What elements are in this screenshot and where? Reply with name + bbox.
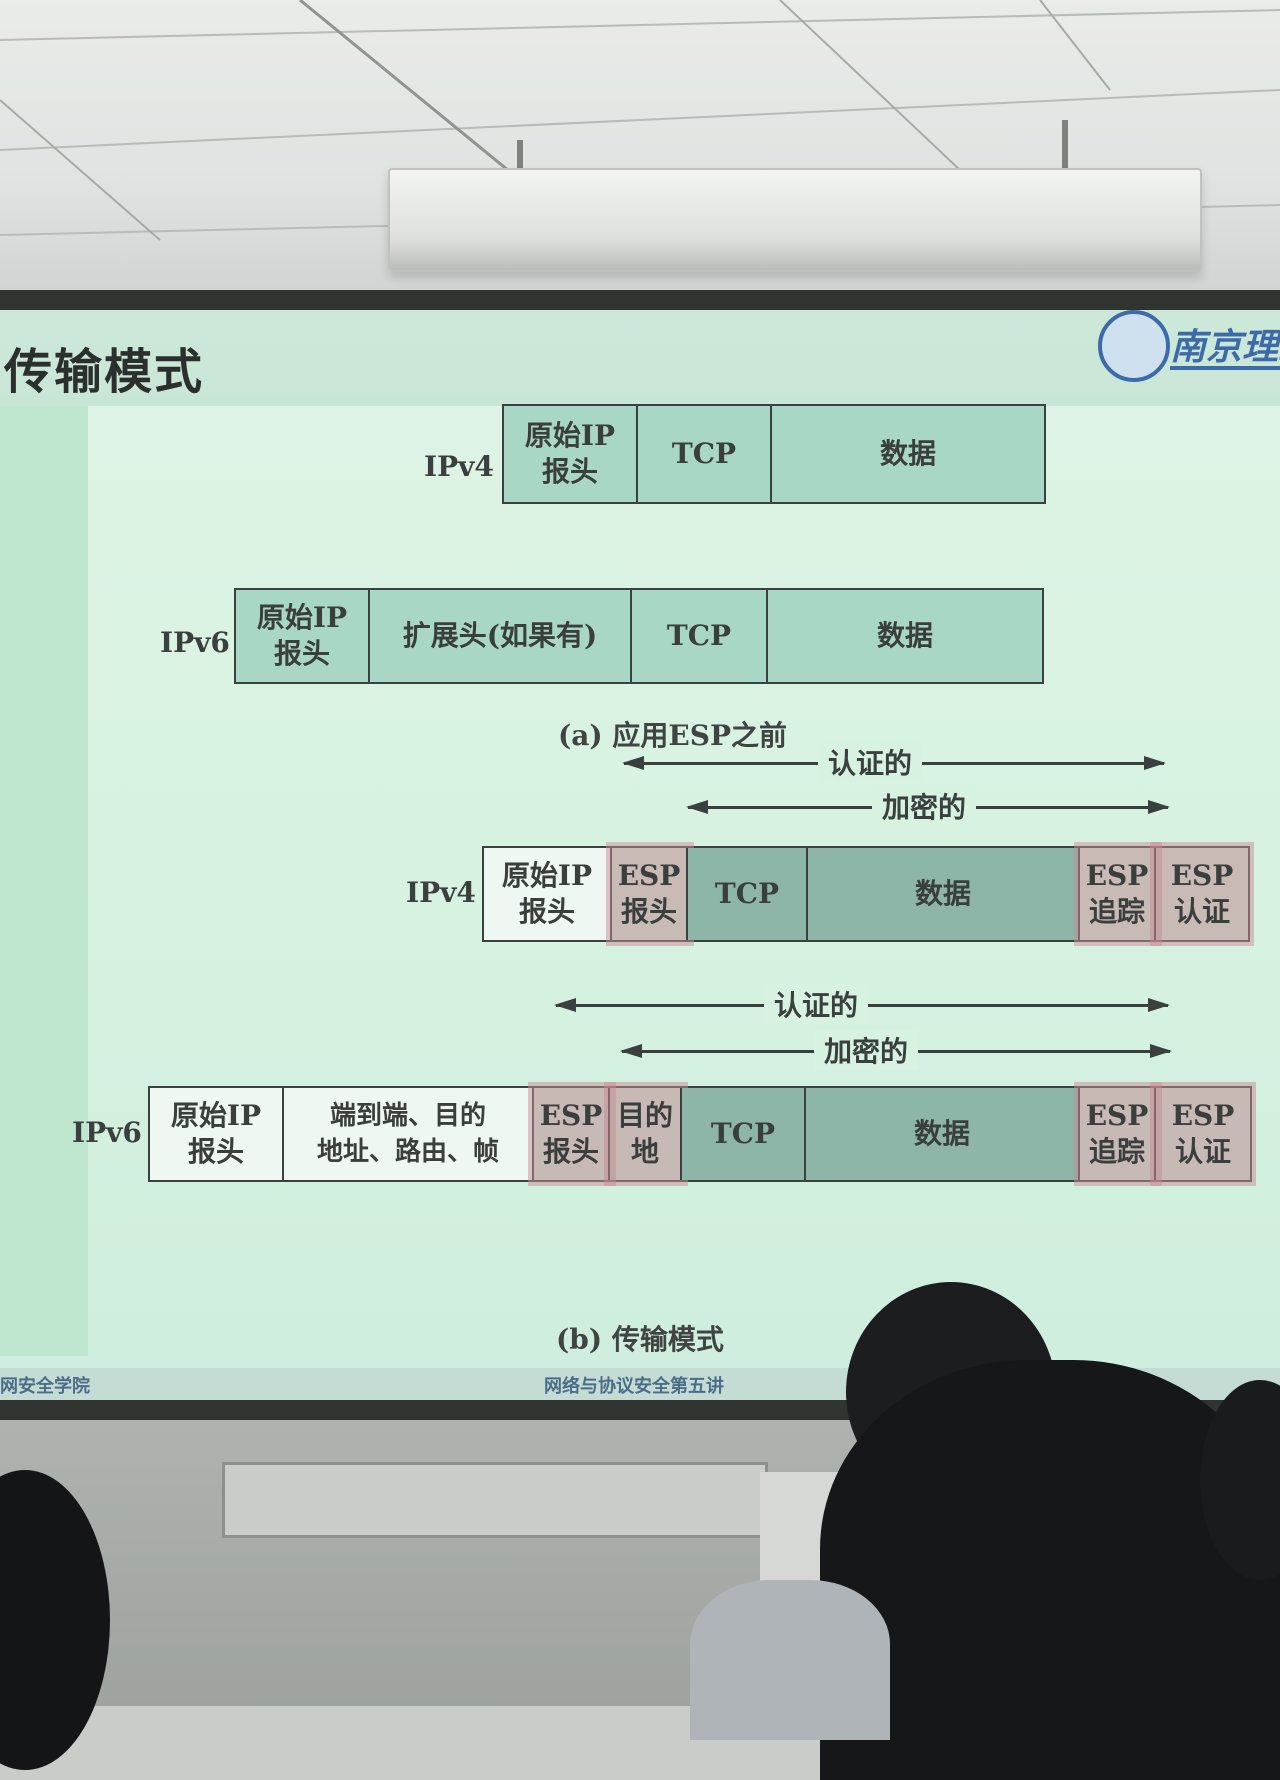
caption-a: (a) 应用ESP之前 (558, 719, 788, 752)
title-bar (0, 310, 1280, 406)
footer-left-text: 网安全学院 (0, 1376, 90, 1397)
b-ipv4-packet: 原始IP 报头 ESP 报头 TCP 数据 ESP 追踪 ESP 认证 (482, 842, 1254, 946)
ceiling-light (388, 168, 1202, 272)
slide-title: 传输模式 (4, 344, 205, 400)
authenticated-label: 认证的 (764, 984, 869, 1024)
caption-b: (b) 传输模式 (556, 1323, 724, 1356)
packet-cell: 原始IP 报头 (236, 590, 370, 682)
packet-cell: 端到端、目的 地址、路由、帧 (284, 1088, 534, 1180)
university-logo-text: 南京理工 (1170, 326, 1280, 368)
encrypted-label: 加密的 (814, 1030, 919, 1070)
b-ipv6-label: IPv6 (72, 1116, 142, 1149)
esp-auth-cell: ESP 认证 (1150, 1082, 1256, 1186)
a-ipv4-label: IPv4 (424, 450, 494, 483)
esp-trailer-cell: ESP 追踪 (1074, 842, 1162, 946)
university-logo-icon (1098, 310, 1170, 382)
a-ipv4-packet: 原始IP 报头 TCP 数据 (502, 404, 1046, 504)
packet-cell: 数据 (806, 1088, 1080, 1180)
logo-underline (1170, 366, 1280, 370)
packet-cell: 原始IP 报头 (504, 406, 638, 502)
packet-cell: 数据 (768, 590, 1042, 682)
packet-cell: TCP (688, 848, 808, 940)
packet-cell: TCP (682, 1088, 806, 1180)
packet-cell: 原始IP 报头 (150, 1088, 284, 1180)
esp-header-cell: ESP 报头 (606, 842, 694, 946)
packet-cell: TCP (632, 590, 768, 682)
packet-cell: 原始IP 报头 (484, 848, 612, 940)
destination-option-cell: 目的 地 (604, 1082, 688, 1186)
a-ipv6-label: IPv6 (160, 626, 230, 659)
esp-header-cell: ESP 报头 (528, 1082, 616, 1186)
b-ipv4-label: IPv4 (406, 876, 476, 909)
packet-cell: 数据 (772, 406, 1044, 502)
b-ipv6-packet: 原始IP 报头 端到端、目的 地址、路由、帧 ESP 报头 目的 地 TCP 数… (148, 1082, 1256, 1186)
projection-screen: 传输模式 南京理工 IPv4 原始IP 报头 TCP 数据 IPv6 原始IP … (0, 310, 1280, 1400)
esp-trailer-cell: ESP 追踪 (1074, 1082, 1162, 1186)
a-ipv6-packet: 原始IP 报头 扩展头(如果有) TCP 数据 (234, 588, 1044, 684)
esp-auth-cell: ESP 认证 (1150, 842, 1254, 946)
packet-cell: 数据 (808, 848, 1080, 940)
whiteboard-rail (222, 1462, 768, 1538)
packet-cell: TCP (638, 406, 772, 502)
left-panel (0, 406, 88, 1356)
authenticated-label: 认证的 (818, 742, 923, 782)
student-shoulder (690, 1580, 890, 1740)
encrypted-label: 加密的 (872, 786, 977, 826)
packet-cell: 扩展头(如果有) (370, 590, 632, 682)
footer-center-text: 网络与协议安全第五讲 (544, 1376, 724, 1397)
